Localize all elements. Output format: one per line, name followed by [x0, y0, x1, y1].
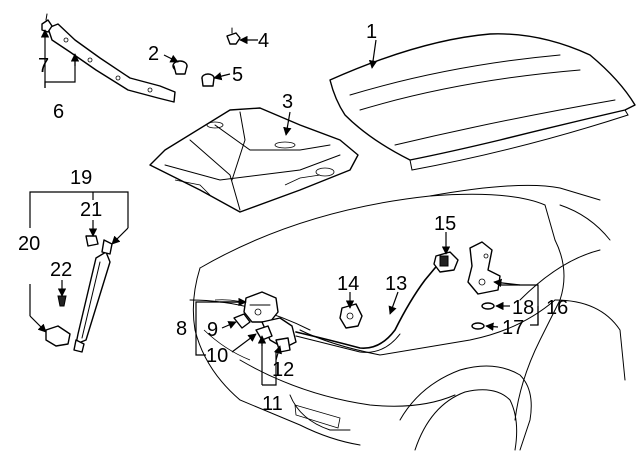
callout-19: 19	[70, 167, 92, 189]
callout-14: 14	[337, 273, 359, 295]
callout-10: 10	[206, 345, 228, 367]
callout-2: 2	[148, 43, 159, 65]
callout-1: 1	[366, 21, 377, 43]
callout-20: 20	[18, 233, 40, 255]
callout-4: 4	[258, 30, 269, 52]
vehicle-front-body	[189, 184, 626, 451]
callout-5: 5	[232, 64, 243, 86]
hinge-bolt-18	[481, 302, 495, 310]
clip-part-7	[41, 13, 53, 33]
hood-insulator	[149, 107, 359, 213]
strut-bolt-22	[57, 295, 67, 307]
hood-hinge-16	[467, 241, 501, 295]
callout-16: 16	[546, 297, 568, 319]
callout-9: 9	[207, 319, 218, 341]
strut-lower-mount-20	[45, 325, 71, 347]
leader-lines	[29, 29, 539, 386]
callout-3: 3	[282, 91, 293, 113]
callout-11: 11	[262, 393, 283, 415]
grommet-part-2	[172, 60, 188, 75]
release-handle-15	[433, 251, 459, 273]
callout-labels: 1 2 3 4 5 6 7 8 9 10 11 12 13 14 15 16 1…	[18, 21, 568, 415]
hood-release-cable	[295, 261, 441, 353]
callout-8: 8	[176, 318, 187, 340]
callout-6: 6	[53, 101, 64, 123]
callout-21: 21	[80, 199, 102, 221]
hinge-washer-17	[471, 322, 485, 330]
callout-12: 12	[272, 359, 294, 381]
callout-18: 18	[512, 297, 534, 319]
strut-ball-stud-21	[85, 235, 99, 247]
clip-part-4	[226, 27, 241, 45]
callout-17: 17	[502, 317, 524, 339]
hood-support-strut	[73, 239, 113, 353]
callout-13: 13	[385, 273, 407, 295]
hood-panel	[329, 33, 636, 171]
callout-7: 7	[38, 55, 49, 77]
callout-15: 15	[434, 213, 456, 235]
stopper-part-5	[201, 73, 215, 87]
callout-22: 22	[50, 259, 72, 281]
release-lever-14	[339, 303, 363, 329]
